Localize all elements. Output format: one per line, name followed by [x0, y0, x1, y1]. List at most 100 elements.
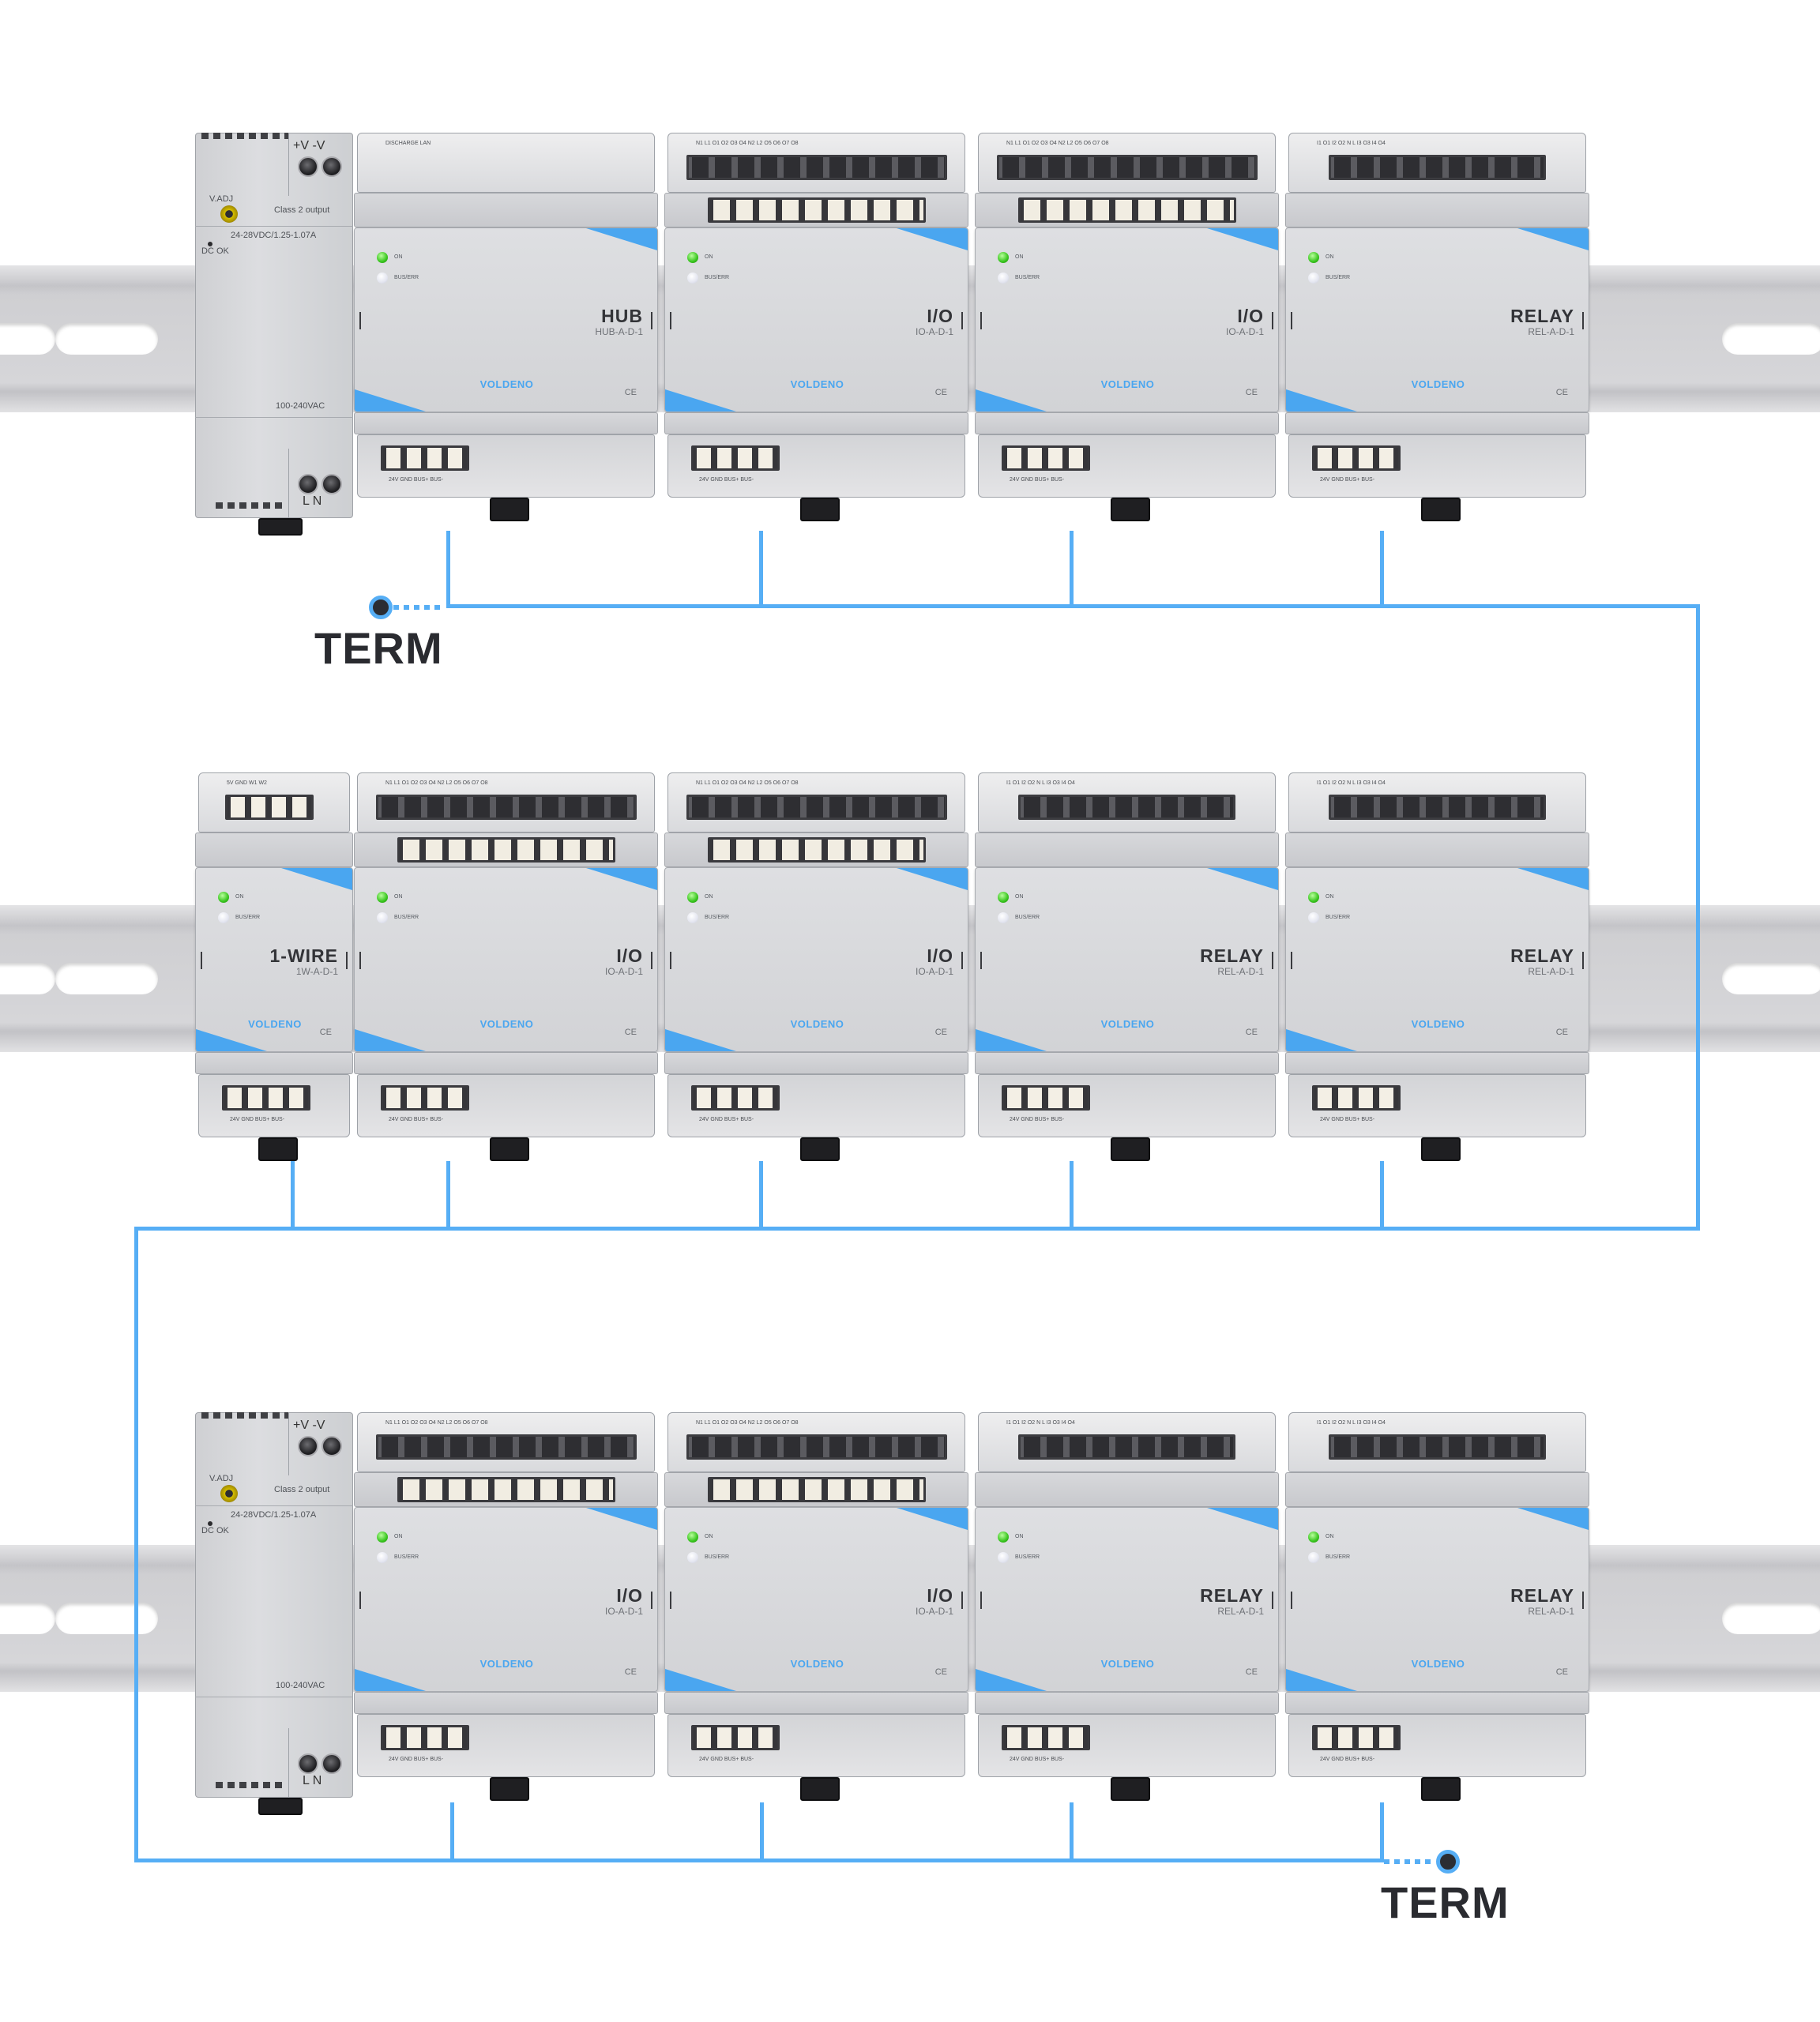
terminal-block-mid[interactable] [707, 837, 926, 863]
terminal-block-top[interactable] [1329, 795, 1546, 820]
side-mark-right [346, 952, 348, 969]
screw-plus-v [298, 156, 318, 177]
terminal-block-top[interactable] [1018, 1434, 1235, 1460]
term-label: TERM [1381, 1877, 1510, 1927]
psu-plus-minus-label: +V -V [293, 139, 325, 152]
terminal-block-bottom[interactable] [1002, 1725, 1090, 1750]
accent-triangle-top [281, 868, 352, 890]
accent-triangle-top [586, 1508, 657, 1530]
module-title: RELAY [1200, 945, 1264, 966]
led-on [687, 1532, 698, 1543]
screw-minus-v [322, 1436, 342, 1456]
module-brand: VOLDENO [1100, 378, 1155, 390]
terminal-block-top[interactable] [686, 1434, 947, 1460]
terminal-block-top[interactable] [686, 155, 947, 180]
side-mark-right [961, 1592, 963, 1609]
terminal-block-bottom[interactable] [691, 1085, 780, 1111]
din-clip [490, 1777, 529, 1801]
din-clip [258, 1798, 303, 1815]
terminal-block-top[interactable] [1329, 155, 1546, 180]
module-model: HUB-A-D-1 [595, 326, 643, 337]
bus-drop [1070, 531, 1074, 608]
terminal-block-mid[interactable] [397, 1477, 615, 1502]
terminal-block-top[interactable] [1018, 795, 1235, 820]
potentiometer[interactable] [220, 1485, 238, 1502]
accent-triangle-top [897, 868, 968, 890]
terminal-block-bottom[interactable] [381, 1725, 469, 1750]
terminal-block-bottom[interactable] [691, 445, 780, 471]
vent-bottom [216, 502, 287, 509]
terminal-block-mid[interactable] [1017, 197, 1236, 223]
module-brand: VOLDENO [790, 1658, 844, 1670]
module-lower-strip [1285, 412, 1589, 434]
led-on-label: ON [1326, 894, 1334, 900]
terminal-block-bottom[interactable] [381, 1085, 469, 1111]
psu-case [195, 133, 353, 518]
terminal-block-bottom[interactable] [1312, 445, 1401, 471]
led-on-label: ON [1015, 894, 1024, 900]
top-pin-labels: I1 O1 I2 O2 N L I3 O3 I4 O4 [1317, 1420, 1386, 1426]
accent-triangle-bottom [355, 1029, 426, 1051]
screw-plus-v [298, 1436, 318, 1456]
led-on [1308, 892, 1319, 903]
side-mark-left [1291, 312, 1292, 329]
side-mark-right [651, 1592, 652, 1609]
terminal-block-bottom[interactable] [1312, 1085, 1401, 1111]
terminal-block-bottom[interactable] [1002, 445, 1090, 471]
terminal-block-top[interactable] [225, 795, 314, 820]
terminal-block-bottom[interactable] [691, 1725, 780, 1750]
module-mid-strip [975, 1472, 1279, 1507]
bottom-pin-labels: 24V GND BUS+ BUS- [1010, 477, 1065, 483]
led-bus [998, 272, 1009, 284]
terminal-block-mid[interactable] [707, 1477, 926, 1502]
side-mark-right [1582, 312, 1584, 329]
bottom-pin-labels: 24V GND BUS+ BUS- [230, 1117, 285, 1122]
psu-class2: Class 2 output [274, 205, 330, 215]
bottom-pin-labels: 24V GND BUS+ BUS- [1320, 477, 1375, 483]
psu-case [195, 1412, 353, 1798]
terminal-block-bottom[interactable] [1002, 1085, 1090, 1111]
led-on [998, 1532, 1009, 1543]
accent-triangle-bottom [976, 1669, 1047, 1691]
module-mid-strip [1285, 1472, 1589, 1507]
rail-slot [55, 323, 158, 355]
side-mark-right [1582, 1592, 1584, 1609]
side-mark-left [1291, 952, 1292, 969]
terminal-block-bottom[interactable] [381, 445, 469, 471]
terminal-block-top[interactable] [686, 795, 947, 820]
ce-mark: CE [1555, 1028, 1568, 1037]
psu-dc-ok: DC OK [201, 246, 229, 256]
potentiometer[interactable] [220, 205, 238, 223]
module-lower-strip [354, 412, 658, 434]
terminal-block-mid[interactable] [397, 837, 615, 863]
terminal-block-top[interactable] [996, 155, 1258, 180]
side-mark-left [1291, 1592, 1292, 1609]
accent-triangle-bottom [976, 1029, 1047, 1051]
module-lower-strip [975, 1692, 1279, 1714]
ce-mark: CE [624, 1667, 637, 1677]
rail-slot [55, 963, 158, 994]
psu-divider [288, 1412, 289, 1475]
bottom-pin-labels: 24V GND BUS+ BUS- [389, 1117, 444, 1122]
module-model: IO-A-D-1 [1226, 326, 1264, 337]
vent-bottom [216, 1782, 287, 1788]
terminal-block-mid[interactable] [707, 197, 926, 223]
terminal-block-top[interactable] [375, 795, 637, 820]
terminal-block-top[interactable] [1329, 1434, 1546, 1460]
terminal-block-bottom[interactable] [222, 1085, 310, 1111]
module-mid-strip [1285, 832, 1589, 867]
ce-mark: CE [934, 1667, 947, 1677]
terminal-block-top[interactable] [375, 1434, 637, 1460]
bus-line [134, 1227, 1700, 1231]
terminal-block-bottom[interactable] [1312, 1725, 1401, 1750]
ce-mark: CE [1245, 1667, 1258, 1677]
accent-triangle-top [1207, 868, 1278, 890]
din-clip [1111, 1137, 1150, 1161]
psu-ac-in: 100-240VAC [276, 401, 325, 411]
din-clip [1421, 1137, 1461, 1161]
